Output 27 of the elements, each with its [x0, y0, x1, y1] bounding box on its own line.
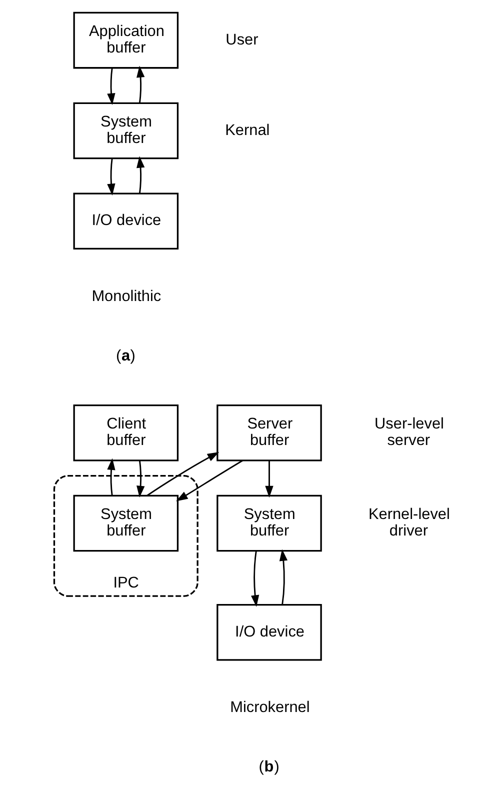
node-box: System buffer [73, 102, 179, 160]
arrow [251, 551, 260, 607]
node-box: I/O device [73, 192, 179, 250]
label: Microkernel [230, 699, 310, 716]
label: Kernal [225, 122, 270, 139]
arrow [136, 460, 145, 498]
arrow [136, 156, 145, 194]
label: Monolithic [92, 288, 162, 305]
arrow [265, 460, 274, 498]
node-box: System buffer [73, 494, 179, 552]
label: User-level server [374, 416, 444, 450]
arrow [107, 458, 116, 496]
arrow [176, 460, 244, 502]
node-box: Application buffer [73, 12, 179, 69]
node-box: System buffer [216, 494, 322, 552]
arrow [136, 66, 145, 103]
arrow [107, 68, 116, 106]
arrow [107, 158, 116, 196]
label: Kernel-level driver [368, 506, 450, 540]
label: (b) [258, 758, 280, 776]
node-box: Client buffer [73, 404, 179, 462]
node-box: Server buffer [216, 404, 322, 462]
arrow [279, 549, 288, 605]
label: (a) [116, 347, 136, 364]
node-box: I/O device [216, 604, 322, 661]
arrow [146, 452, 220, 496]
label: User [226, 31, 258, 48]
